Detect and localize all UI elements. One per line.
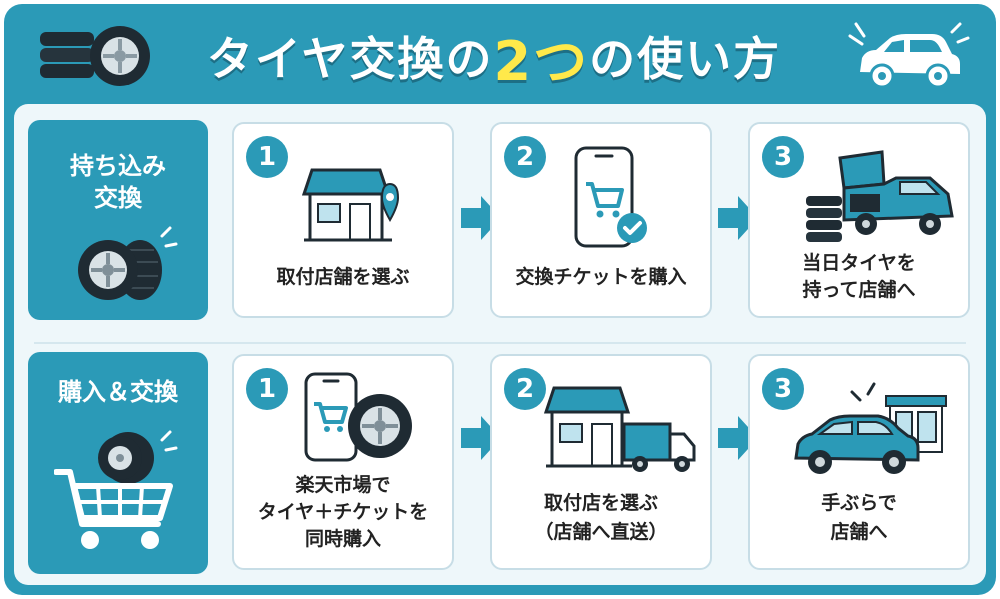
cart-tire-icon: [54, 428, 184, 558]
step-text-line1: 当日タイヤを: [802, 252, 916, 274]
content-panel: 持ち込み 交換: [14, 104, 986, 585]
step-text: 交換チケットを購入: [515, 266, 687, 288]
page-title: タイヤ交換の 2つ の使い方: [164, 26, 824, 93]
step-text-line1: 手ぶらで: [821, 492, 897, 514]
car-icon: [842, 18, 972, 94]
step-number: 3: [762, 136, 804, 178]
row1-step2-card: 2 交換チケットを購入: [490, 122, 712, 318]
title-suffix: の使い方: [589, 32, 782, 86]
shop-truck-icon: [542, 378, 702, 474]
step-text: 取付店舗を選ぶ: [276, 266, 410, 288]
row1-step1-card: 1 取付店舗を選ぶ: [232, 122, 454, 318]
row2-label-line1: 購入＆交換: [58, 378, 178, 406]
phone-cart-icon: [570, 144, 660, 254]
row2-step1-card: 1 楽天市場で タイヤ＋チケットを 同時購入: [232, 354, 454, 570]
step-text-line3: 同時購入: [304, 528, 381, 550]
header: タイヤ交換の 2つ の使い方: [4, 4, 996, 104]
title-accent: 2つ: [493, 29, 590, 93]
row-divider: [34, 342, 966, 344]
tires-icon: [70, 224, 180, 306]
step-text-line1: 取付店を選ぶ: [543, 492, 658, 514]
row2-label-box: 購入＆交換: [28, 352, 208, 574]
row1-label-line2: 交換: [94, 184, 142, 212]
step-text-line2: 店舗へ: [830, 521, 888, 543]
row1-label-box: 持ち込み 交換: [28, 120, 208, 320]
step-number: 1: [246, 368, 288, 410]
step-text-line2: （店舗へ直送）: [534, 521, 668, 543]
step-number: 2: [504, 136, 546, 178]
row2-step3-card: 3 手ぶらで 店舗へ: [748, 354, 970, 570]
step-number: 2: [504, 368, 546, 410]
phone-tire-icon: [300, 370, 420, 466]
infographic-frame: タイヤ交換の 2つ の使い方 持ち込み 交: [4, 4, 996, 595]
shop-pin-icon: [302, 158, 412, 248]
car-shop-icon: [790, 378, 960, 478]
row1-label-line1: 持ち込み: [70, 152, 166, 180]
row1-step3-card: 3 当日タイヤを 持って店舗へ: [748, 122, 970, 318]
step-text-line2: 持って店舗へ: [802, 279, 916, 301]
step-text-line1: 楽天市場で: [295, 474, 391, 496]
step-number: 3: [762, 368, 804, 410]
tire-stack-icon: [34, 22, 154, 90]
step-text-line2: タイヤ＋チケットを: [257, 501, 429, 523]
car-tires-icon: [800, 144, 960, 244]
title-prefix: タイヤ交換の: [206, 32, 494, 86]
step-number: 1: [246, 136, 288, 178]
row2-step2-card: 2 取付店を選ぶ （店舗へ直送）: [490, 354, 712, 570]
